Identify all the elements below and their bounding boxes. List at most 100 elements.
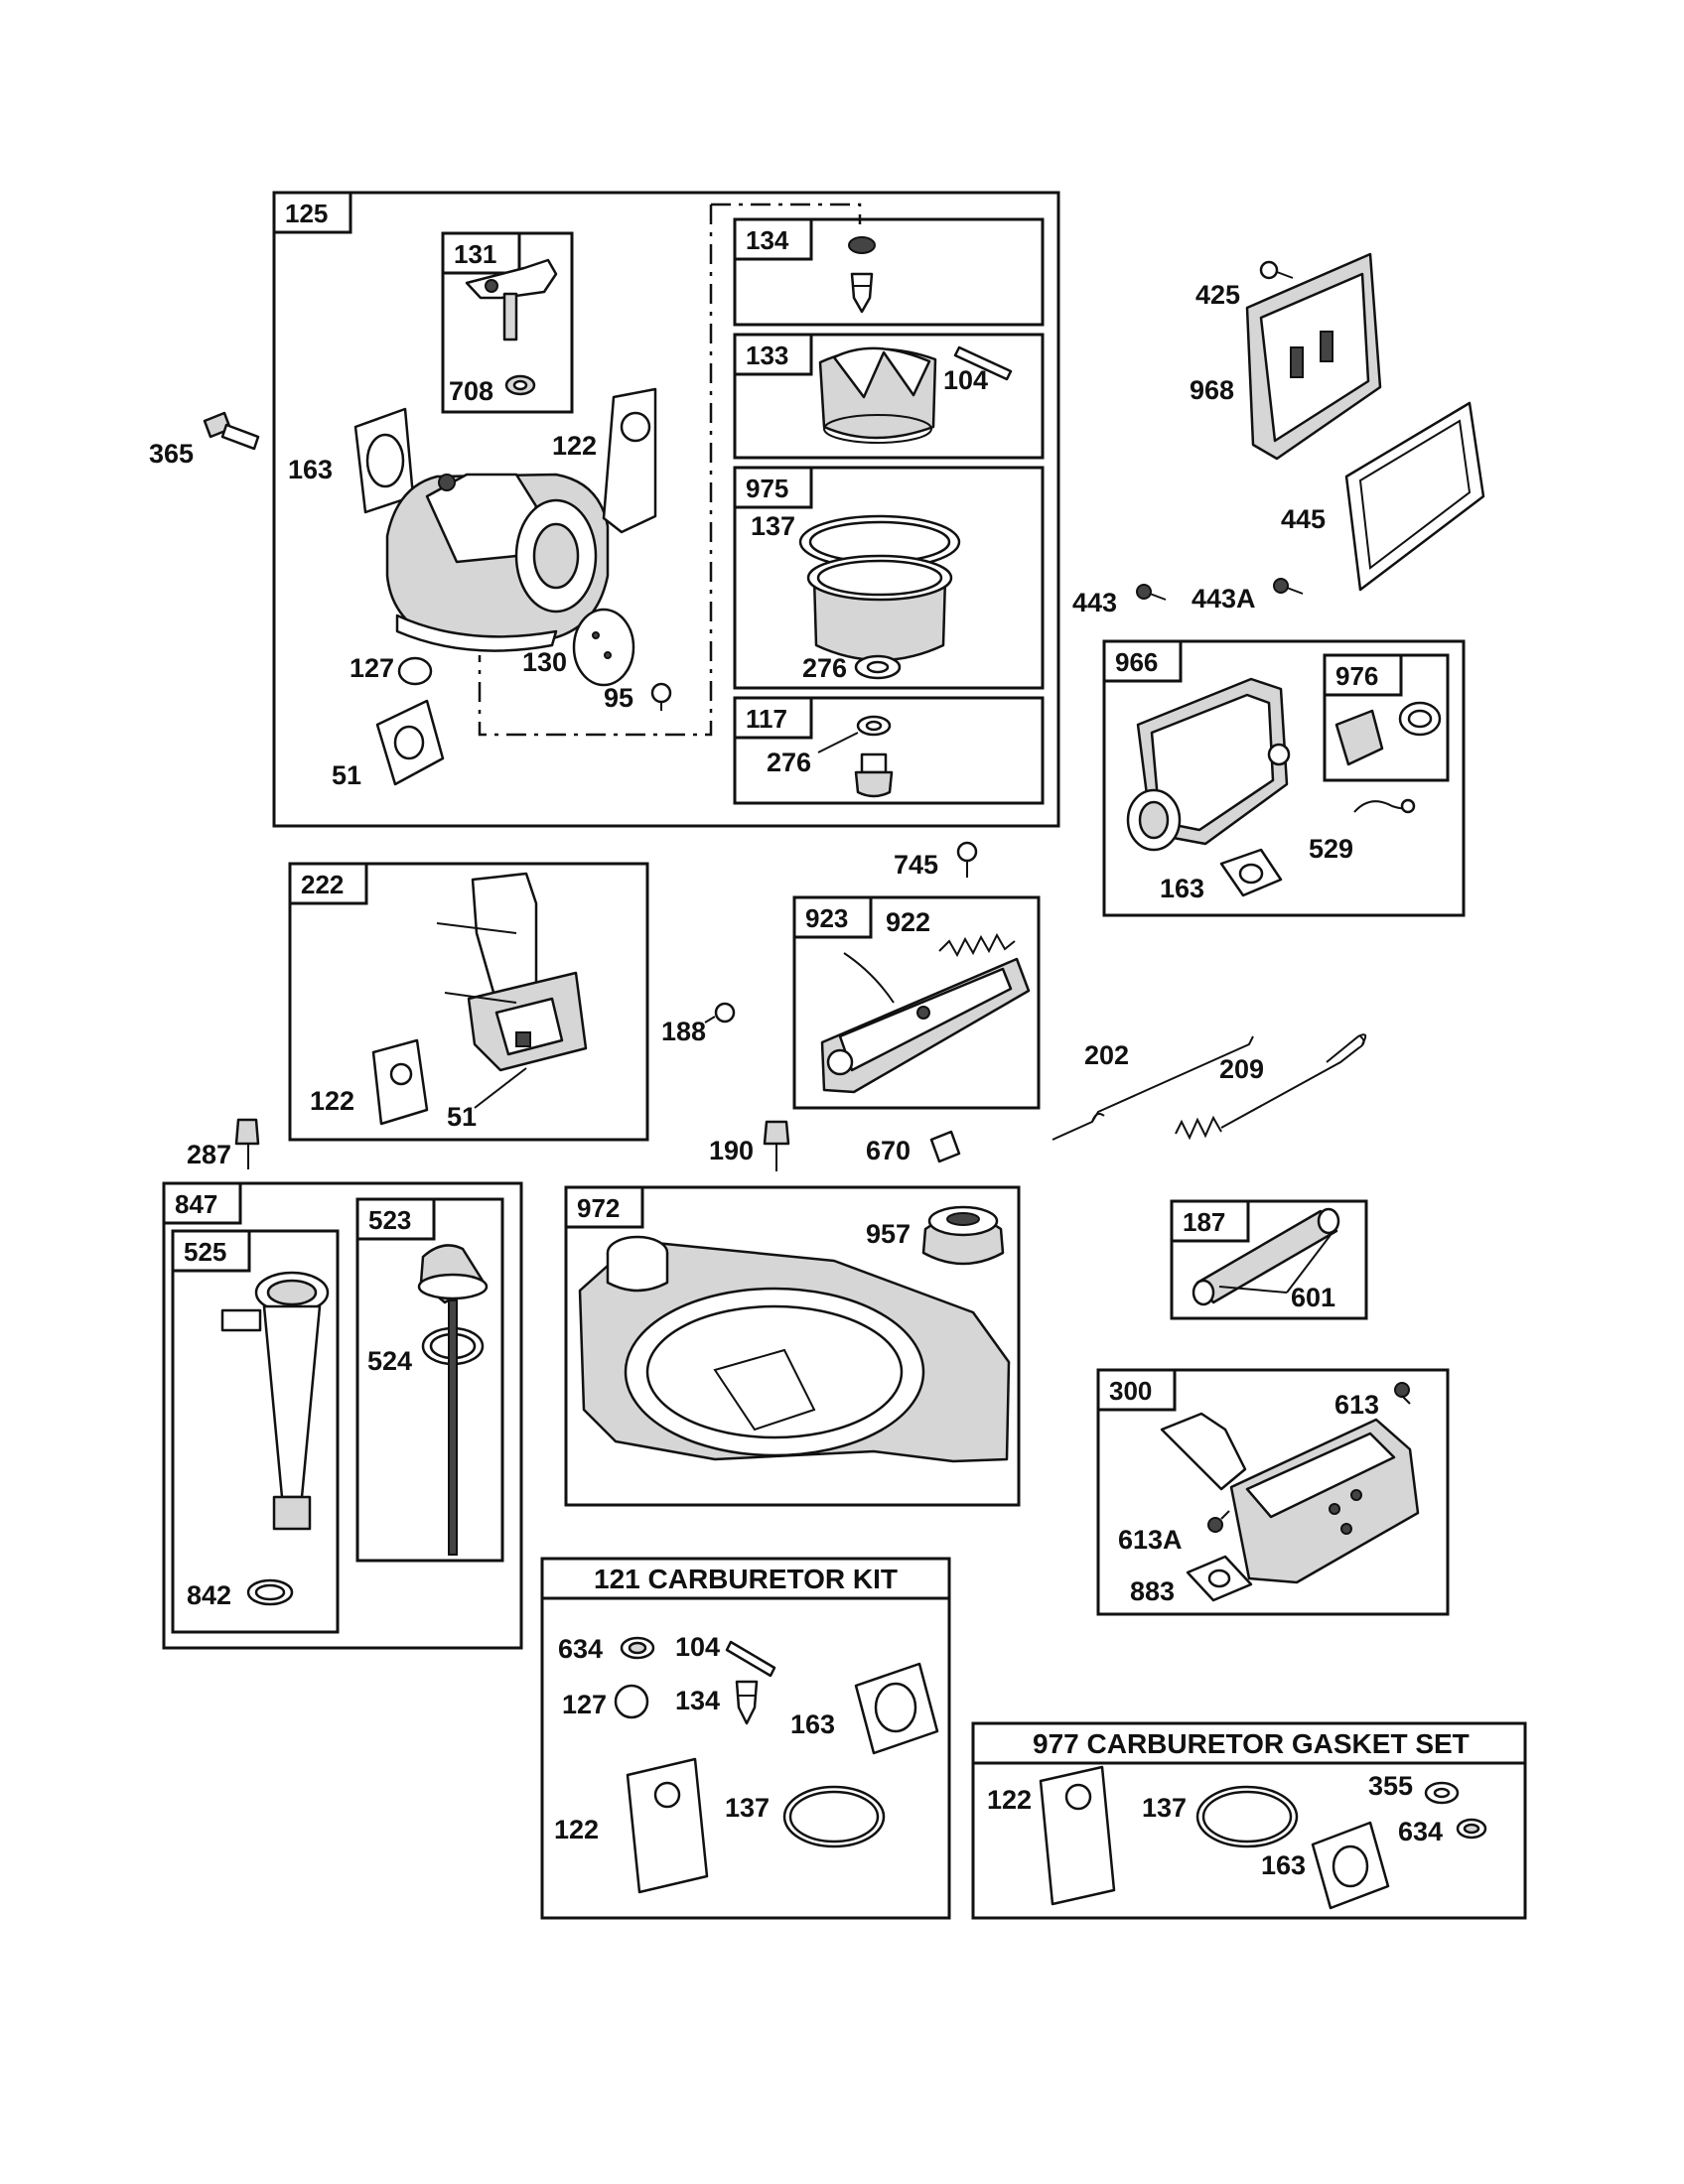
bolt-icon [704,1002,736,1024]
box-523-label: 523 [368,1205,411,1235]
welch-plug-icon [397,656,433,686]
dipstick-tube-icon [220,1271,330,1531]
carb-kit-title: 121 CARBURETOR KIT [594,1564,898,1594]
label-445: 445 [1281,504,1326,534]
box-134-label: 134 [746,225,789,255]
label-613: 613 [1334,1390,1379,1420]
box-117-label: 117 [746,704,787,734]
label-365: 365 [149,439,194,469]
label-613a: 613A [1118,1525,1183,1555]
screw-icon [1394,1382,1411,1405]
washer-icon [1424,1781,1460,1805]
box-222: 222 122 51 [288,862,649,1142]
box-133-label: 133 [746,341,788,370]
kit-label-122: 122 [554,1815,599,1844]
label-276-b: 276 [767,748,811,777]
gasket-icon [375,699,445,786]
kit-label-104: 104 [675,1632,720,1662]
kit-label-163: 163 [790,1709,835,1739]
fuel-tank-icon [578,1235,1011,1463]
gasket-icon [1039,1765,1116,1906]
label-51-a: 51 [332,760,361,790]
bolt-icon [763,1120,790,1171]
box-131-label: 131 [454,239,496,269]
gasket-icon [854,1662,939,1755]
gasket-set-title: 977 CARBURETOR GASKET SET [1033,1728,1470,1759]
box-125-label: 125 [285,199,328,228]
box-847: 847 525 842 523 524 [162,1181,523,1650]
box-975-label: 975 [746,474,788,503]
kit-label-137: 137 [725,1793,770,1823]
box-972-label: 972 [577,1193,620,1223]
bolt-icon [234,1118,260,1169]
label-968: 968 [1190,375,1234,405]
label-708: 708 [449,376,493,406]
spring-icon [938,932,1016,958]
carburetor-kit: 121 CARBURETOR KIT 634 104 127 134 163 1… [540,1557,951,1920]
label-104: 104 [943,365,988,395]
box-972: 972 957 [564,1185,1021,1507]
inlet-needle-icon [848,236,876,314]
air-filter-base-icon [1245,252,1382,461]
gasket-icon [602,387,657,534]
kit-label-634: 634 [558,1634,603,1664]
box-976-label: 976 [1335,661,1378,691]
label-95: 95 [604,683,633,713]
label-529: 529 [1309,834,1353,864]
label-922: 922 [886,907,930,937]
float-bowl-icon [798,514,961,662]
set-label-634: 634 [1398,1817,1443,1846]
screw-icon [1207,1510,1230,1533]
label-957: 957 [866,1219,911,1249]
throttle-shaft-icon [465,258,558,341]
gasket-icon [1219,848,1283,897]
gasket-icon [1311,1821,1390,1910]
bushing-icon [929,1130,961,1163]
label-425: 425 [1195,280,1240,310]
label-524: 524 [367,1346,412,1376]
seal-icon [620,1636,655,1660]
inlet-needle-icon [735,1680,759,1725]
screw-icon [1259,260,1294,280]
o-ring-icon [246,1578,294,1606]
label-188: 188 [661,1017,706,1046]
label-122-b: 122 [310,1086,354,1116]
label-190: 190 [709,1136,754,1165]
seal-icon [1456,1818,1487,1840]
label-163-b: 163 [1160,874,1204,903]
box-300: 300 613 613A 883 [1096,1368,1450,1616]
screw-icon [956,841,978,878]
label-202: 202 [1084,1040,1129,1070]
gasket-set: 977 CARBURETOR GASKET SET 122 137 163 35… [971,1721,1527,1920]
spring-icon [1175,1033,1367,1141]
hose-clamp-icon [1353,798,1416,814]
set-label-137: 137 [1142,1793,1187,1823]
label-276-a: 276 [802,653,847,683]
muffler-icon [1160,1412,1420,1584]
box-125: 125 131 708 134 133 [272,191,1060,828]
label-842: 842 [187,1580,231,1610]
gasket-icon [1186,1555,1253,1602]
welch-plug-icon [614,1684,649,1719]
gasket-icon [371,1038,429,1126]
primer-bulb-icon [1334,701,1442,766]
bowl-bolt-icon [854,715,894,798]
label-122-a: 122 [552,431,597,461]
fuel-cap-icon [921,1205,1005,1266]
dipstick-icon [417,1244,489,1556]
label-130: 130 [522,647,567,677]
carburetor-icon [385,473,610,652]
label-601: 601 [1291,1283,1335,1312]
label-137: 137 [751,511,795,541]
o-ring-icon [1195,1785,1299,1848]
label-443a: 443A [1192,584,1256,614]
float-icon [818,346,937,444]
control-bracket-icon [820,952,1031,1094]
set-label-163: 163 [1261,1850,1306,1880]
kit-label-127: 127 [562,1690,607,1719]
label-670: 670 [866,1136,911,1165]
float-pin-icon [953,345,1013,381]
label-209: 209 [1219,1054,1264,1084]
box-300-label: 300 [1109,1376,1152,1406]
